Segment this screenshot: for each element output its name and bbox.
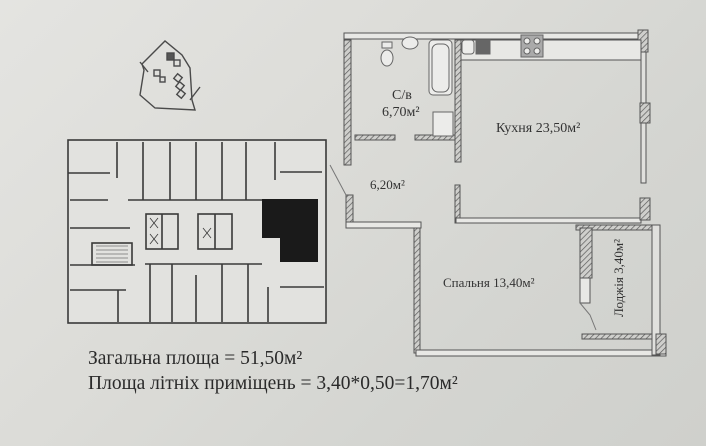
room-label-bedroom: Спальня 13,40м² — [443, 275, 535, 290]
highlighted-apartment — [262, 199, 318, 262]
room-label-bathroom-area: 6,70м² — [382, 105, 420, 120]
total-area-text: Загальна площа = 51,50м² — [88, 348, 303, 369]
room-label-bathroom-name: С/в — [392, 88, 412, 103]
summer-area-text: Площа літніх приміщень = 3,40*0,50=1,70м… — [88, 373, 458, 394]
room-label-hallway-area: 6,20м² — [370, 177, 405, 192]
room-label-kitchen: Кухня 23,50м² — [496, 121, 581, 136]
room-label-loggia: Лоджія 3,40м² — [610, 239, 626, 317]
